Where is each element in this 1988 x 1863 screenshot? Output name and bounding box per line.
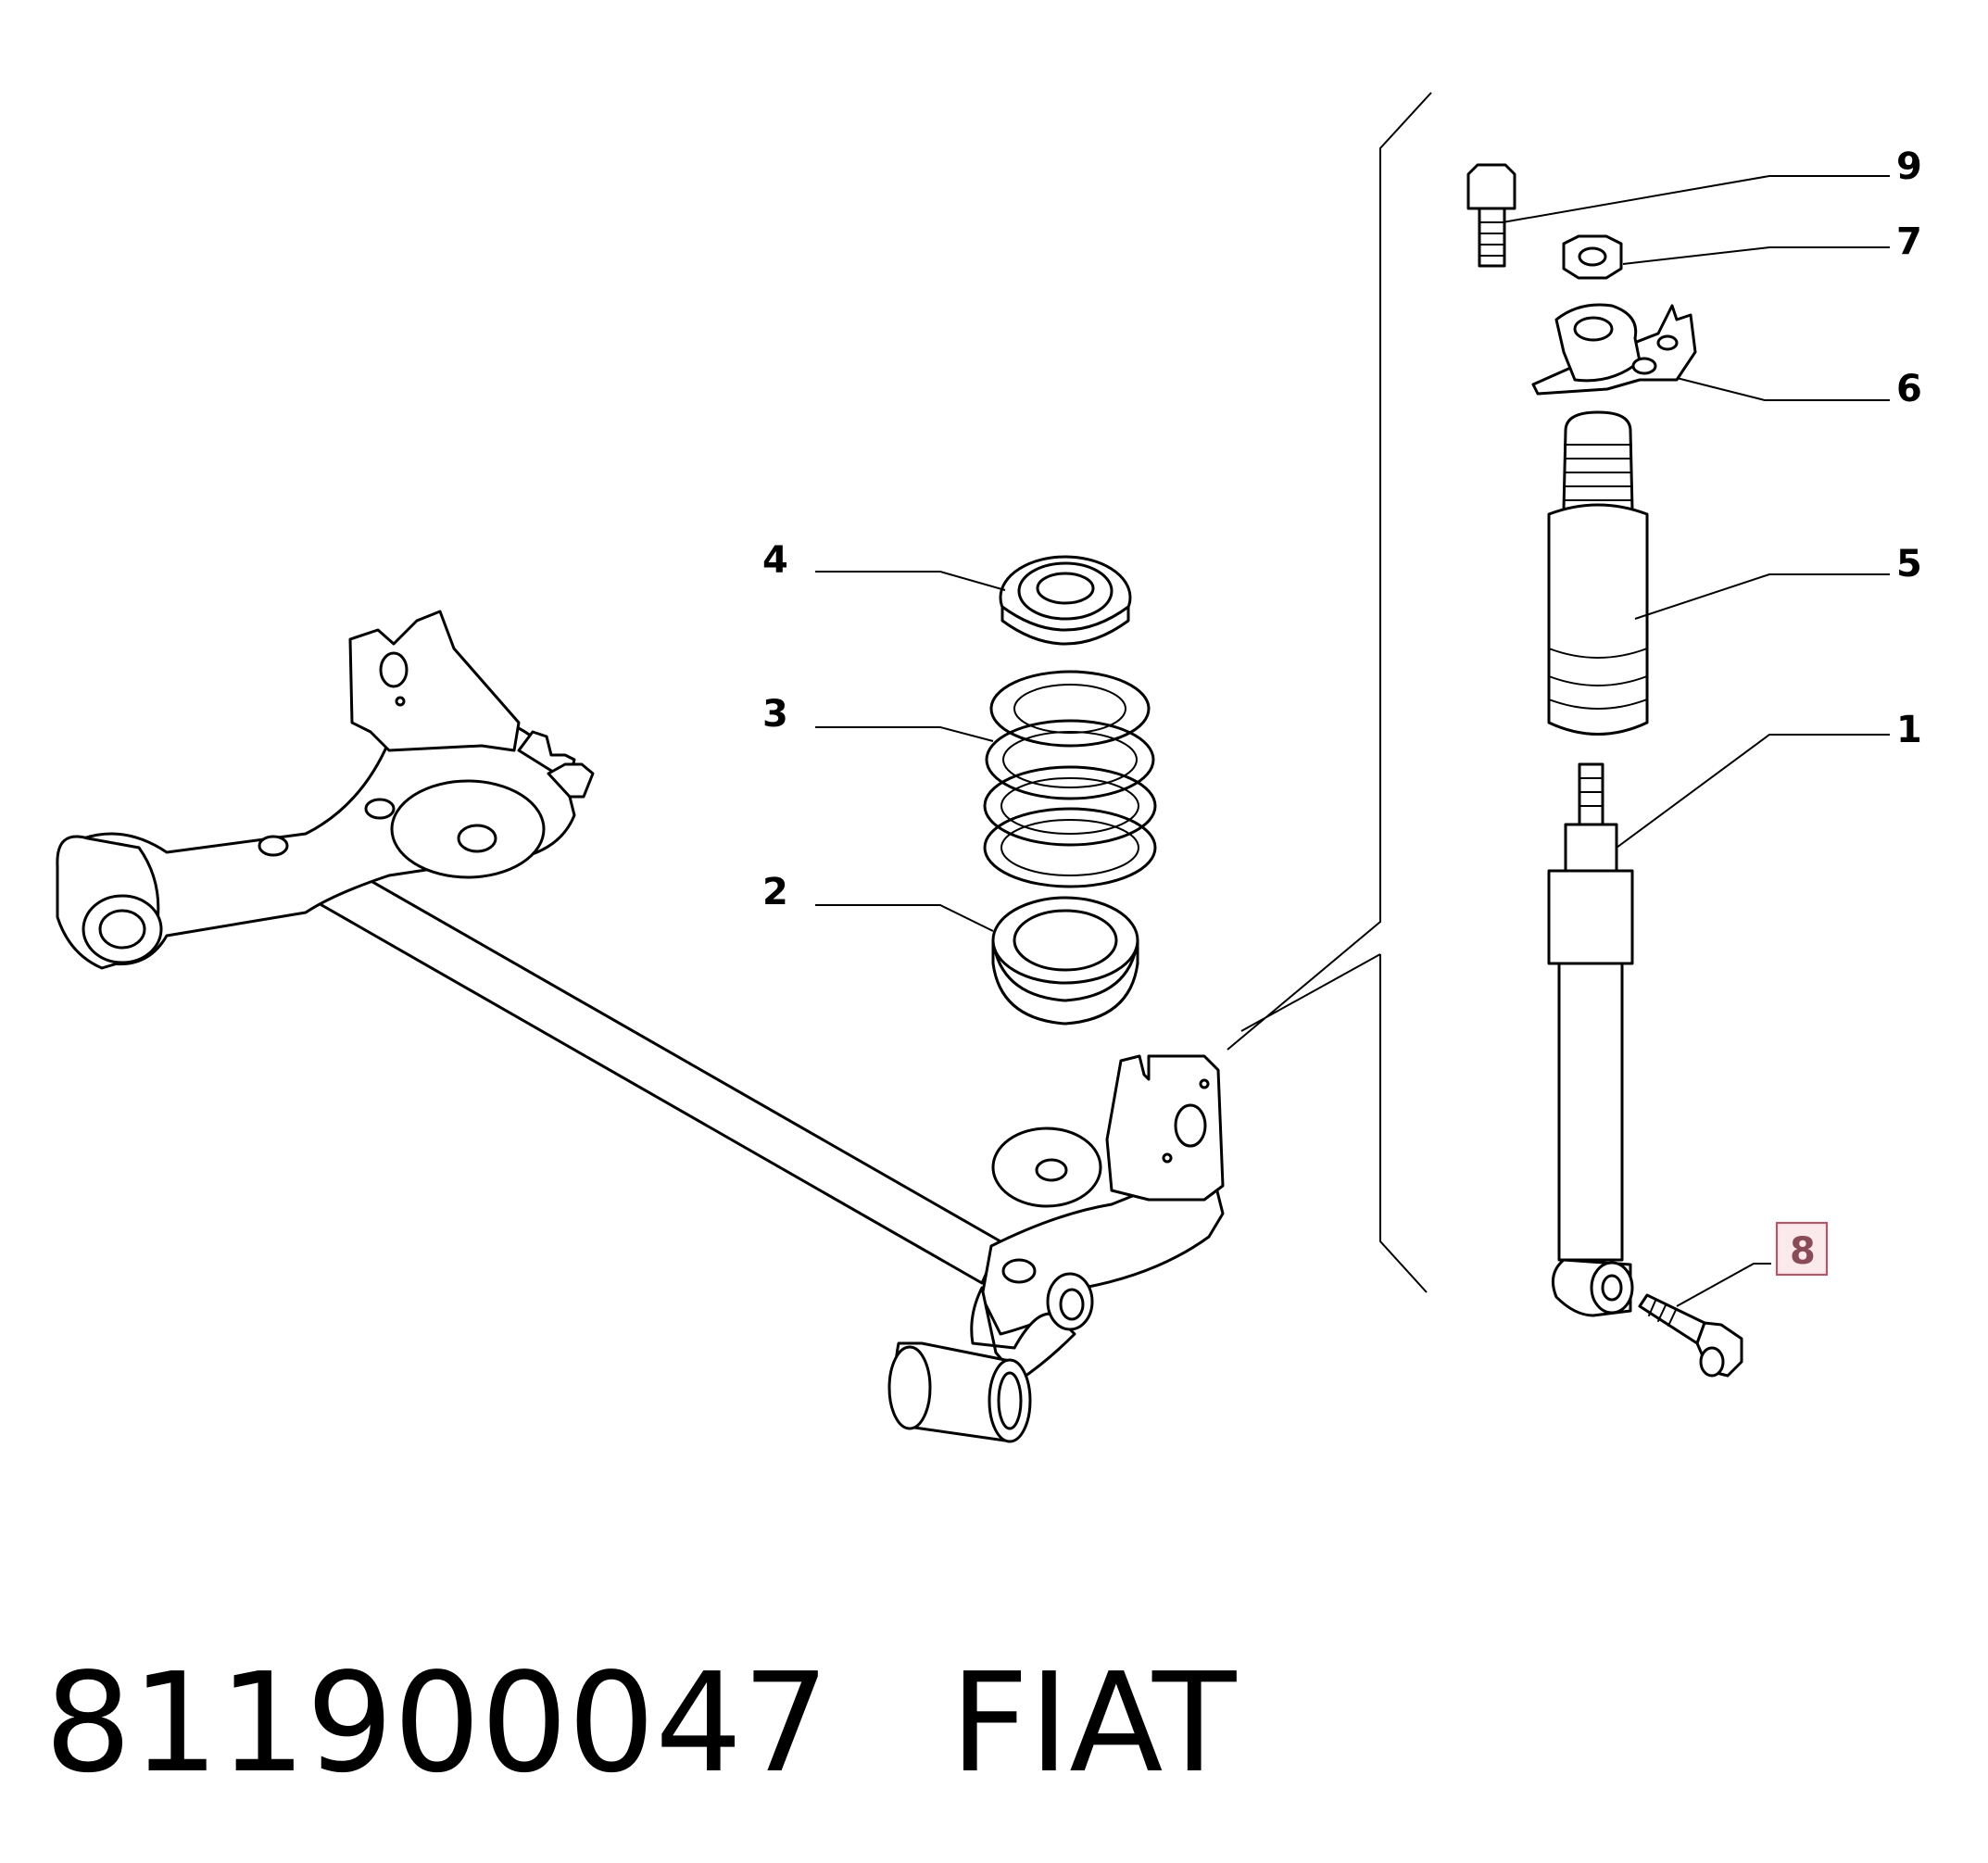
- callout-3: 3: [762, 693, 788, 736]
- upper-mount-bracket: [1531, 303, 1697, 396]
- leader-lines: [815, 175, 1890, 1307]
- callout-9: 9: [1896, 145, 1922, 188]
- lower-spring-seat: [991, 896, 1139, 1026]
- callout-6: 6: [1896, 368, 1922, 410]
- callout-labels: 4 3 2 9 7 6 5 1 8: [762, 145, 1922, 1276]
- bump-stop-boot: [1547, 410, 1649, 736]
- nut: [1562, 234, 1623, 280]
- rear-axle-beam: [56, 610, 1225, 1443]
- callout-8-highlight-box: [1776, 1222, 1828, 1276]
- callout-4: 4: [762, 539, 788, 582]
- callout-5: 5: [1896, 543, 1922, 585]
- brand-name: FIAT: [950, 1643, 1237, 1803]
- shock-absorber: [1547, 762, 1634, 1317]
- callout-2: 2: [762, 871, 788, 913]
- upper-spring-seat: [999, 555, 1132, 646]
- callout-7: 7: [1896, 220, 1922, 263]
- part-caption: 811900047 FIAT: [44, 1644, 1236, 1802]
- part-number: 811900047: [44, 1643, 830, 1803]
- coil-spring: [983, 670, 1157, 888]
- upper-bolt: [1466, 163, 1516, 268]
- callout-1: 1: [1896, 709, 1922, 751]
- group-bracket: [1227, 92, 1432, 1293]
- lower-bolt: [1638, 1293, 1743, 1378]
- callout-8: 8: [1790, 1230, 1816, 1273]
